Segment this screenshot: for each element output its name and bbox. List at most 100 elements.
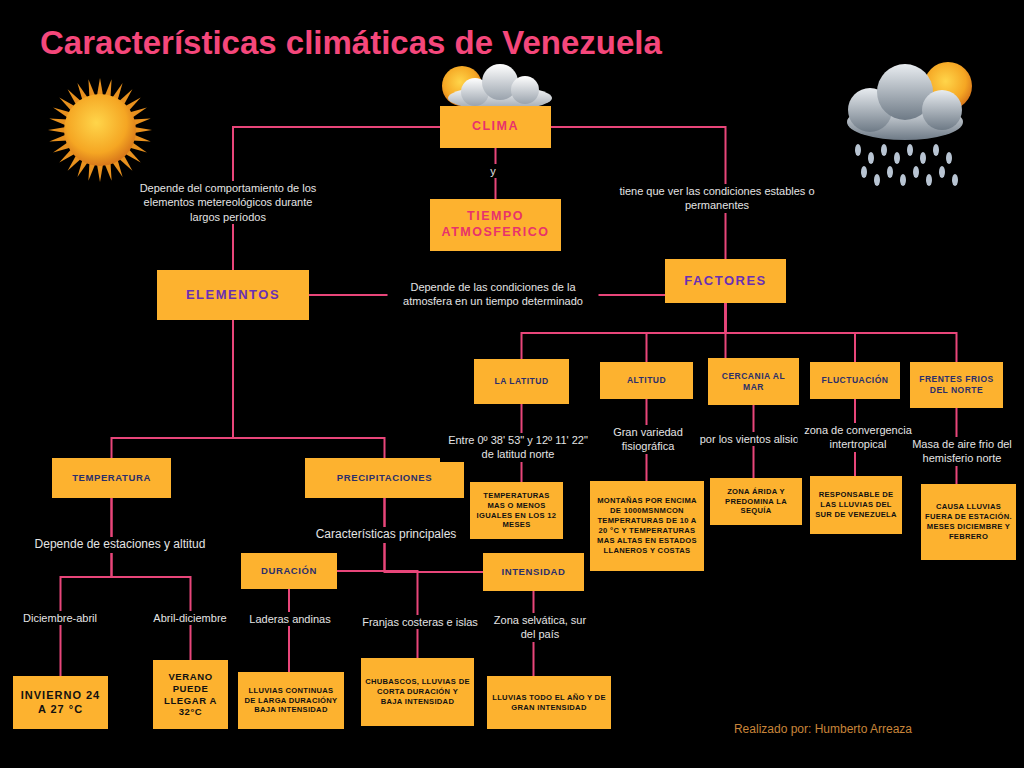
box-text: CERCANIA AL MAR (712, 371, 795, 392)
concept-box: INTENSIDAD (483, 553, 584, 591)
connector-line (112, 320, 234, 458)
box-text: LLUVIAS CONTINUAS DE LARGA DURACIÓNY BAJ… (242, 686, 340, 716)
concept-box: TEMPERATURA (52, 458, 171, 498)
raindrop (881, 144, 887, 156)
raindrop (920, 152, 926, 164)
box-text: INTENSIDAD (501, 566, 565, 578)
rain-cloud-icon (847, 64, 963, 140)
sun-ray (97, 164, 103, 182)
box-text: TEMPERATURAS MAS O MENOS IGUALES EN LOS … (474, 491, 559, 530)
raindrop (907, 144, 913, 156)
connector (522, 303, 726, 359)
edge-label: Masa de aire frio del hemisferio norte (903, 437, 1021, 466)
edge-label: Laderas andinas (246, 612, 333, 626)
edge-label: y (487, 164, 499, 178)
branch-note: Depende de estaciones y altitud (32, 537, 209, 553)
raindrop (952, 174, 958, 186)
concept-box: LLUVIAS TODO EL AÑO Y DE GRAN INTENSIDAD (487, 676, 611, 729)
concept-box: TIEMPO ATMOSFERICO (430, 199, 561, 251)
connector-line (726, 303, 957, 362)
edge-label: Depende del comportamiento de los elemen… (130, 181, 326, 224)
edge-label: zona de convergencia intertropical (798, 423, 919, 452)
raindrop (913, 166, 919, 178)
concept-box: ALTITUD (600, 362, 693, 399)
sun-ray (134, 127, 152, 133)
box-text: CLIMA (472, 119, 519, 135)
edge-label: Diciembre-abril (20, 611, 100, 625)
concept-box: CAUSA LLUVIAS FUERA DE ESTACIÓN. MESES D… (921, 484, 1016, 560)
edge-label: tiene que ver las condiciones estables o… (609, 184, 825, 213)
box-text: TIEMPO ATMOSFERICO (434, 209, 557, 240)
connector-line (112, 498, 191, 660)
connector-line (647, 303, 726, 362)
raindrop (946, 152, 952, 164)
concept-box: CERCANIA AL MAR (708, 358, 799, 405)
box-text: VERANO PUEDE LLEGAR A 32°C (157, 671, 224, 719)
concept-box: DURACIÓN (241, 553, 337, 589)
connector-line (61, 498, 112, 676)
box-text: FLUCTUACIÓN (822, 375, 889, 386)
box-text: INVIERNO 24 A 27 °C (17, 689, 104, 717)
connector-line (288, 589, 290, 672)
concept-box: FLUCTUACIÓN (810, 362, 900, 399)
box-text: PRECIPITACIONES (337, 472, 432, 484)
connector (726, 303, 957, 362)
box-text: ALTITUD (627, 375, 666, 386)
concept-box: LLUVIAS CONTINUAS DE LARGA DURACIÓNY BAJ… (238, 672, 344, 729)
raindrop (894, 152, 900, 164)
author-credit: Realizado por: Humberto Arreaza (731, 722, 915, 738)
sun-ray (48, 127, 66, 133)
connector-line (522, 303, 726, 359)
raindrop (939, 166, 945, 178)
sun-ray (97, 78, 103, 96)
box-text: LA LATITUD (494, 376, 548, 387)
concept-box: INVIERNO 24 A 27 °C (13, 676, 108, 729)
connector (112, 320, 234, 458)
concept-box: PRECIPITACIONES (305, 458, 464, 498)
raindrop (887, 166, 893, 178)
raindrop (933, 144, 939, 156)
edge-label: Depende de las condiciones de la atmosfe… (388, 280, 599, 309)
edge-label: Franjas costeras e islas (359, 615, 481, 629)
concept-box: LA LATITUD (474, 359, 569, 404)
raindrop (855, 144, 861, 156)
concept-box: RESPONSABLE DE LAS LLUVIAS DEL SUR DE VE… (810, 476, 902, 534)
edge-label: Gran variedad fisiográfica (595, 425, 701, 454)
concept-box: CHUBASCOS, LLUVIAS DE CORTA DURACIÓN Y B… (361, 658, 474, 726)
box-text: ZONA ÁRIDA Y PREDOMINA LA SEQUÍA (714, 487, 798, 517)
box-text: FACTORES (684, 273, 767, 289)
edge-label: por los vientos alisios (697, 432, 808, 446)
branch-note: Características principales (313, 527, 460, 543)
connector (112, 498, 191, 660)
concept-box: CLIMA (440, 106, 551, 148)
connector (647, 303, 726, 362)
sun-icon (64, 94, 136, 166)
box-text: CAUSA LLUVIAS FUERA DE ESTACIÓN. MESES D… (925, 502, 1012, 541)
edge-label: Entre 0º 38' 53" y 12º 11' 22" de latitu… (440, 433, 596, 462)
raindrops (855, 144, 958, 186)
box-text: MONTAÑAS POR ENCIMA DE 1000MSNMCON TEMPE… (594, 496, 700, 555)
connector (289, 589, 290, 672)
box-text: LLUVIAS TODO EL AÑO Y DE GRAN INTENSIDAD (491, 693, 607, 713)
raindrop (861, 166, 867, 178)
box-text: RESPONSABLE DE LAS LLUVIAS DEL SUR DE VE… (814, 490, 898, 520)
concept-box: ELEMENTOS (157, 270, 309, 320)
box-text: CHUBASCOS, LLUVIAS DE CORTA DURACIÓN Y B… (365, 677, 470, 707)
box-text: DURACIÓN (261, 565, 317, 577)
concept-box: VERANO PUEDE LLEGAR A 32°C (153, 660, 228, 729)
connector (61, 498, 112, 676)
raindrop (874, 174, 880, 186)
concept-box: ZONA ÁRIDA Y PREDOMINA LA SEQUÍA (710, 478, 802, 525)
concept-box: TEMPERATURAS MAS O MENOS IGUALES EN LOS … (470, 482, 563, 539)
box-text: TEMPERATURA (72, 472, 151, 484)
edge-label: Abril-diciembre (150, 611, 229, 625)
box-text: ELEMENTOS (186, 287, 280, 303)
raindrop (900, 174, 906, 186)
sun-rays (48, 78, 152, 182)
raindrop (868, 152, 874, 164)
connector (233, 320, 385, 458)
concept-box: FRENTES FRIOS DEL NORTE (910, 362, 1003, 408)
edge-label: Zona selvática, sur del país (482, 613, 598, 642)
concept-box: MONTAÑAS POR ENCIMA DE 1000MSNMCON TEMPE… (590, 481, 704, 571)
cloud-icon (448, 64, 552, 110)
